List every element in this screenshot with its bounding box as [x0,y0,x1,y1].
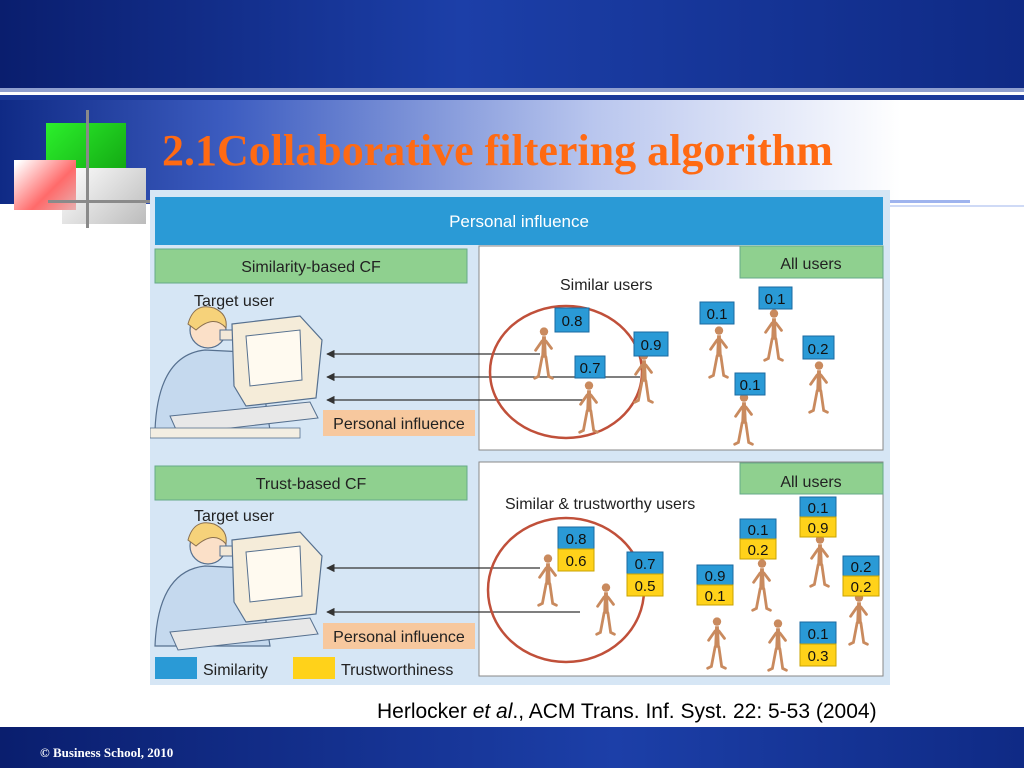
similarity-badge [699,301,735,325]
similarity-cf-label-box [154,248,468,284]
personal-influence-label: Personal influence [333,629,465,646]
personal-influence-tag [323,623,475,649]
similarity-value: 0.1 [748,522,769,539]
similarity-value: 0.7 [635,556,656,573]
similar-users-label: Similar users [560,277,652,294]
all-users-box [739,245,884,279]
legend-trust-swatch [293,657,335,679]
trust-badge [842,575,880,597]
similarity-value: 0.2 [808,341,829,358]
banner-label: Personal influence [449,212,589,231]
target-user-figure [154,522,323,651]
citation-et-al: et al [472,700,513,723]
similarity-badge [802,335,835,360]
personal-influence-label: Personal influence [333,416,465,433]
similarity-value: 0.7 [580,360,601,377]
trust-badge [739,538,777,560]
similarity-badge [554,307,590,333]
decor-cross-line [86,110,89,228]
similarity-value: 0.9 [705,568,726,585]
copyright-footer: © Business School, 2010 [40,745,174,760]
similarity-value: 0.8 [562,313,583,330]
footer-band [0,727,1024,768]
target-user-label: Target user [194,293,275,310]
similarity-value: 0.1 [765,291,786,308]
similarity-value: 0.1 [808,626,829,643]
similarity-value: 0.8 [566,531,587,548]
trust-badge [696,584,734,606]
all-users-label: All users [780,474,841,491]
similarity-value: 0.1 [740,377,761,394]
similarity-value: 0.1 [808,500,829,517]
similarity-badge [734,372,766,396]
similarity-cf-label: Similarity-based CF [241,259,381,276]
trust-value: 0.5 [635,578,656,595]
similarity-badge [574,355,606,379]
similarity-badge [633,331,669,357]
personal-influence-tag [323,410,475,436]
trust-cf-label-box [154,465,468,501]
title-band [0,100,1024,204]
header-rule [0,92,1024,95]
citation: Herlocker et al., ACM Trans. Inf. Syst. … [377,700,877,724]
trust-badge [626,573,664,597]
similarity-value: 0.9 [641,337,662,354]
similarity-value: 0.1 [707,306,728,323]
trust-value: 0.9 [808,520,829,537]
cf-diagram: Personal influence Similarity-based CF A… [150,190,890,685]
trust-badge [799,643,837,667]
trust-value: 0.2 [748,542,769,559]
header-rule [0,88,1024,92]
target-user-figure [150,306,323,439]
trust-badge [799,516,837,538]
citation-source: ., ACM Trans. Inf. Syst. 22: 5-53 (2004) [512,700,877,723]
legend-trust-label: Trustworthiness [341,662,453,679]
header-band [0,0,1024,88]
decor-line [890,200,970,203]
header-rule [0,95,1024,100]
trust-cf-label: Trust-based CF [256,476,367,493]
trustworthy-users-label: Similar & trustworthy users [505,496,695,513]
personal-influence-banner [155,197,883,245]
decor-cross-line [48,200,156,203]
legend-similarity-swatch [155,657,197,679]
all-users-box [739,462,884,495]
trust-value: 0.2 [851,579,872,596]
similarity-badge [758,286,793,310]
trust-value: 0.3 [808,648,829,665]
trust-badge [557,548,595,572]
legend-similarity-label: Similarity [203,662,268,679]
trust-value: 0.6 [566,553,587,570]
all-users-label: All users [780,256,841,273]
trust-value: 0.1 [705,588,726,605]
similarity-value: 0.2 [851,559,872,576]
citation-author: Herlocker [377,700,473,723]
decor-line [890,205,1024,207]
target-user-label: Target user [194,508,275,525]
decor-gray-square [62,168,146,224]
slide-title: 2.1Collaborative filtering algorithm [162,126,833,175]
